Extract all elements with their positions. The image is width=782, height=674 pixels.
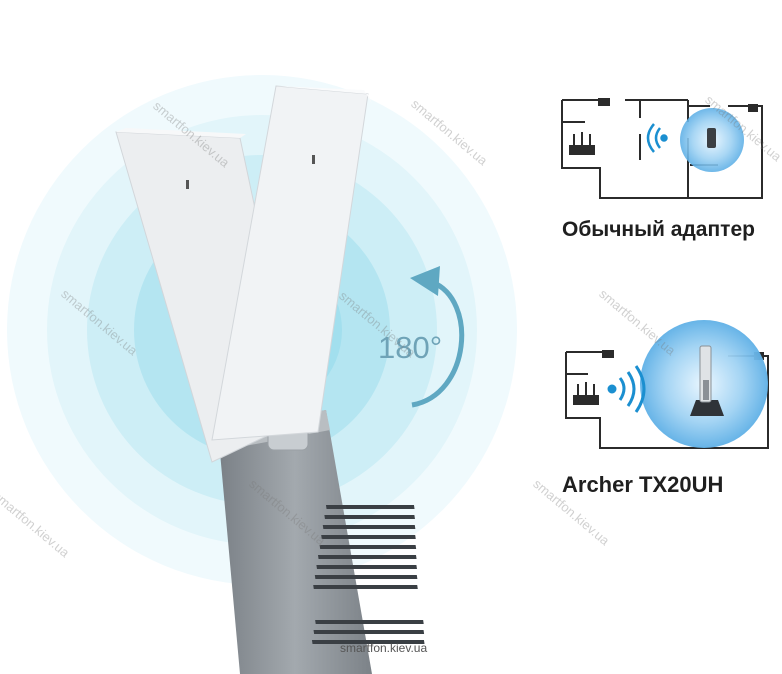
usb-adapter-icon xyxy=(690,345,724,416)
usb-adapter-icon xyxy=(707,128,716,148)
rotation-degree-label: 180° xyxy=(378,330,443,365)
normal-adapter-label: Обычный адаптер xyxy=(562,218,755,241)
watermark-bottom: smartfon.kiev.ua xyxy=(340,641,428,655)
router-icon xyxy=(569,132,595,155)
rotate-arrow-icon xyxy=(410,266,465,408)
wifi-signal-icon xyxy=(607,365,646,413)
wifi-signal-icon xyxy=(646,123,668,153)
antenna-right xyxy=(211,85,372,441)
vent-grille xyxy=(311,505,425,644)
router-icon xyxy=(573,382,599,405)
archer-adapter-label: Archer TX20UH xyxy=(562,472,724,497)
